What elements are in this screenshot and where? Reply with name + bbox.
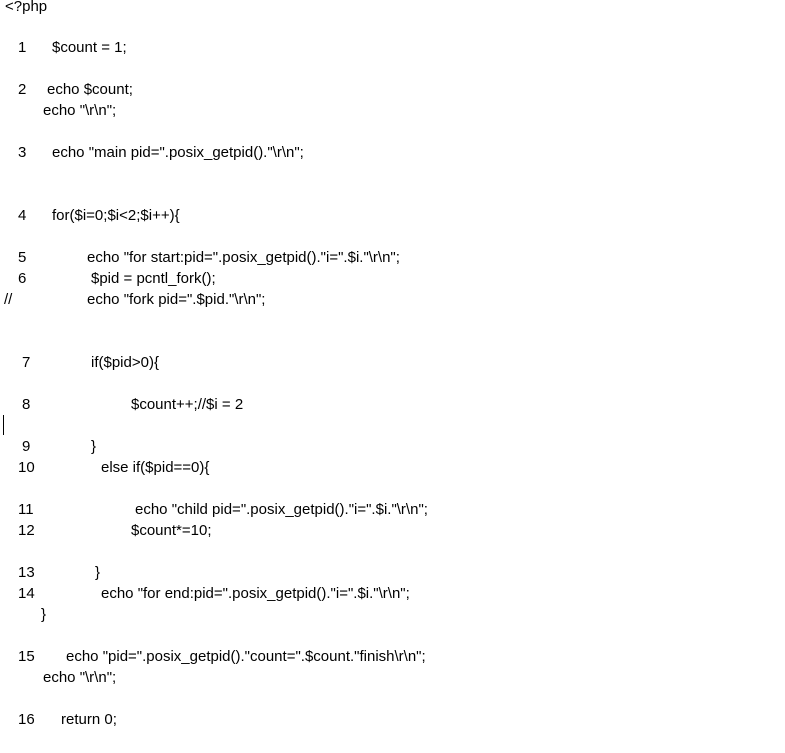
code-line: echo "pid=".posix_getpid()."count=".$cou… [66, 648, 426, 665]
line-number: 13 [18, 564, 35, 581]
line-number: 4 [18, 207, 27, 224]
code-line: } [41, 606, 47, 623]
line-number: 16 [18, 711, 35, 728]
code-line: $count++;//$i = 2 [131, 396, 244, 413]
code-line: echo "for end:pid=".posix_getpid()."i=".… [101, 585, 410, 602]
code-line: } [91, 438, 97, 455]
line-number: 5 [18, 249, 27, 266]
line-number: 3 [18, 144, 27, 161]
code-line: echo $count; [47, 81, 133, 98]
text-cursor [3, 415, 4, 435]
code-line: $pid = pcntl_fork(); [91, 270, 216, 287]
line-number: 11 [18, 501, 34, 518]
line-number: 14 [18, 585, 35, 602]
code-line: if($pid>0){ [91, 354, 159, 371]
line-number: 12 [18, 522, 35, 539]
code-line: else if($pid==0){ [101, 459, 210, 476]
line-number: 7 [22, 354, 31, 371]
code-line: return 0; [61, 711, 117, 728]
line-number: 10 [18, 459, 35, 476]
code-line: $count*=10; [131, 522, 212, 539]
code-line: $count = 1; [52, 39, 127, 56]
code-line: echo "main pid=".posix_getpid()."\r\n"; [52, 144, 304, 161]
php-open-tag: <?php [5, 0, 48, 15]
line-number: 6 [18, 270, 27, 287]
line-number: 1 [18, 39, 27, 56]
line-number: 9 [22, 438, 31, 455]
line-number: 8 [22, 396, 31, 413]
line-number: 15 [18, 648, 35, 665]
code-line: for($i=0;$i<2;$i++){ [52, 207, 180, 224]
code-line: echo "\r\n"; [43, 669, 117, 686]
comment-marker: // [4, 291, 13, 308]
code-line: echo "child pid=".posix_getpid()."i=".$i… [135, 501, 428, 518]
code-line: } [95, 564, 101, 581]
line-number: 2 [18, 81, 27, 98]
code-line: echo "\r\n"; [43, 102, 117, 119]
code-line: echo "for start:pid=".posix_getpid()."i=… [87, 249, 400, 266]
code-line: echo "fork pid=".$pid."\r\n"; [87, 291, 266, 308]
